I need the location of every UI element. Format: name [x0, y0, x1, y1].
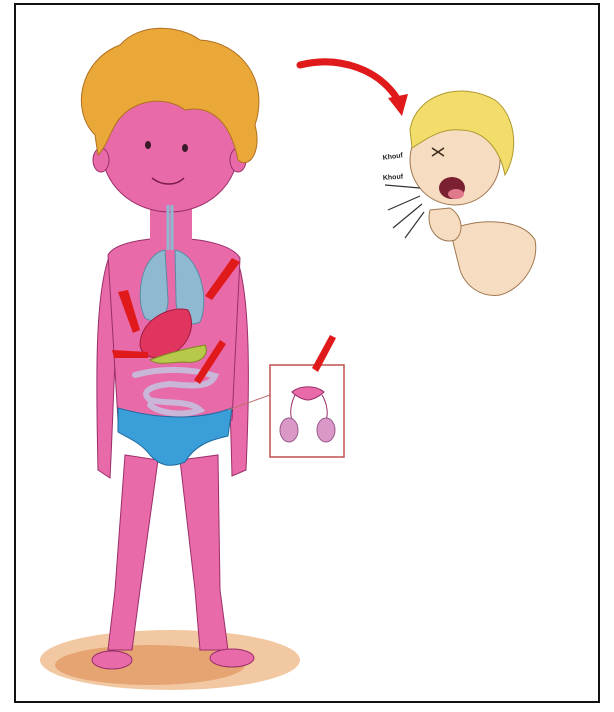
cough-sound-2: Khouf: [383, 174, 404, 182]
cough-sound-1: Khouf: [382, 152, 404, 162]
ground-patch: [40, 630, 300, 690]
cough-sound-labels: Khouf Khouf: [382, 152, 404, 182]
coughing-child: [385, 91, 536, 295]
transition-arrow: [300, 62, 408, 116]
